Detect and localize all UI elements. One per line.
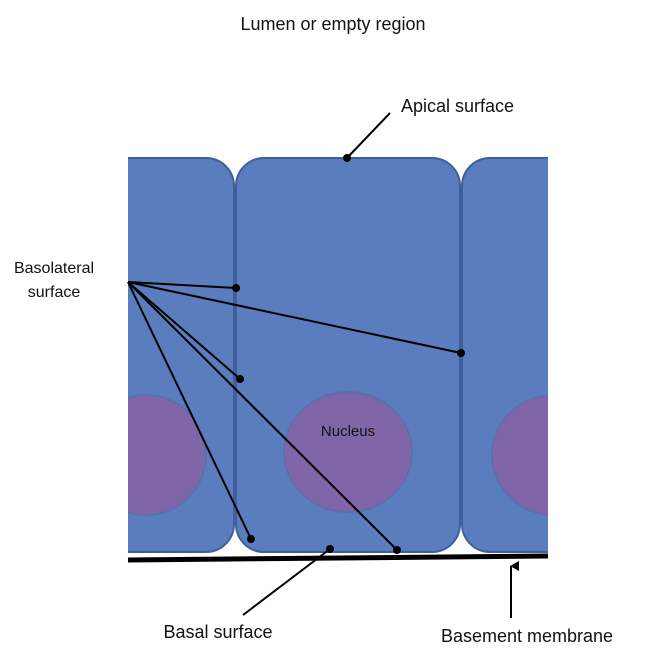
- basolateral-label-line2: surface: [28, 284, 81, 301]
- basolateral-points: [232, 284, 465, 554]
- basal-leader-line: [242, 548, 331, 616]
- basolateral-leaders: [127, 281, 462, 551]
- basement-label: Basement membrane: [441, 626, 613, 646]
- apical-point: [343, 154, 351, 162]
- basal-point: [326, 545, 334, 553]
- cell-layer: [128, 157, 548, 553]
- apical-label: Apical surface: [401, 96, 514, 116]
- nucleus-right: [491, 394, 548, 516]
- basolateral-label-line1: Basolateral: [14, 260, 94, 277]
- basement-membrane: [127, 553, 549, 563]
- lumen-label: Lumen or empty region: [240, 14, 425, 34]
- basal-label: Basal surface: [163, 622, 272, 642]
- nucleus-center: [283, 391, 413, 513]
- nucleus-left: [128, 394, 207, 516]
- nucleus-label: Nucleus: [321, 423, 375, 440]
- apical-leader-line: [346, 112, 391, 159]
